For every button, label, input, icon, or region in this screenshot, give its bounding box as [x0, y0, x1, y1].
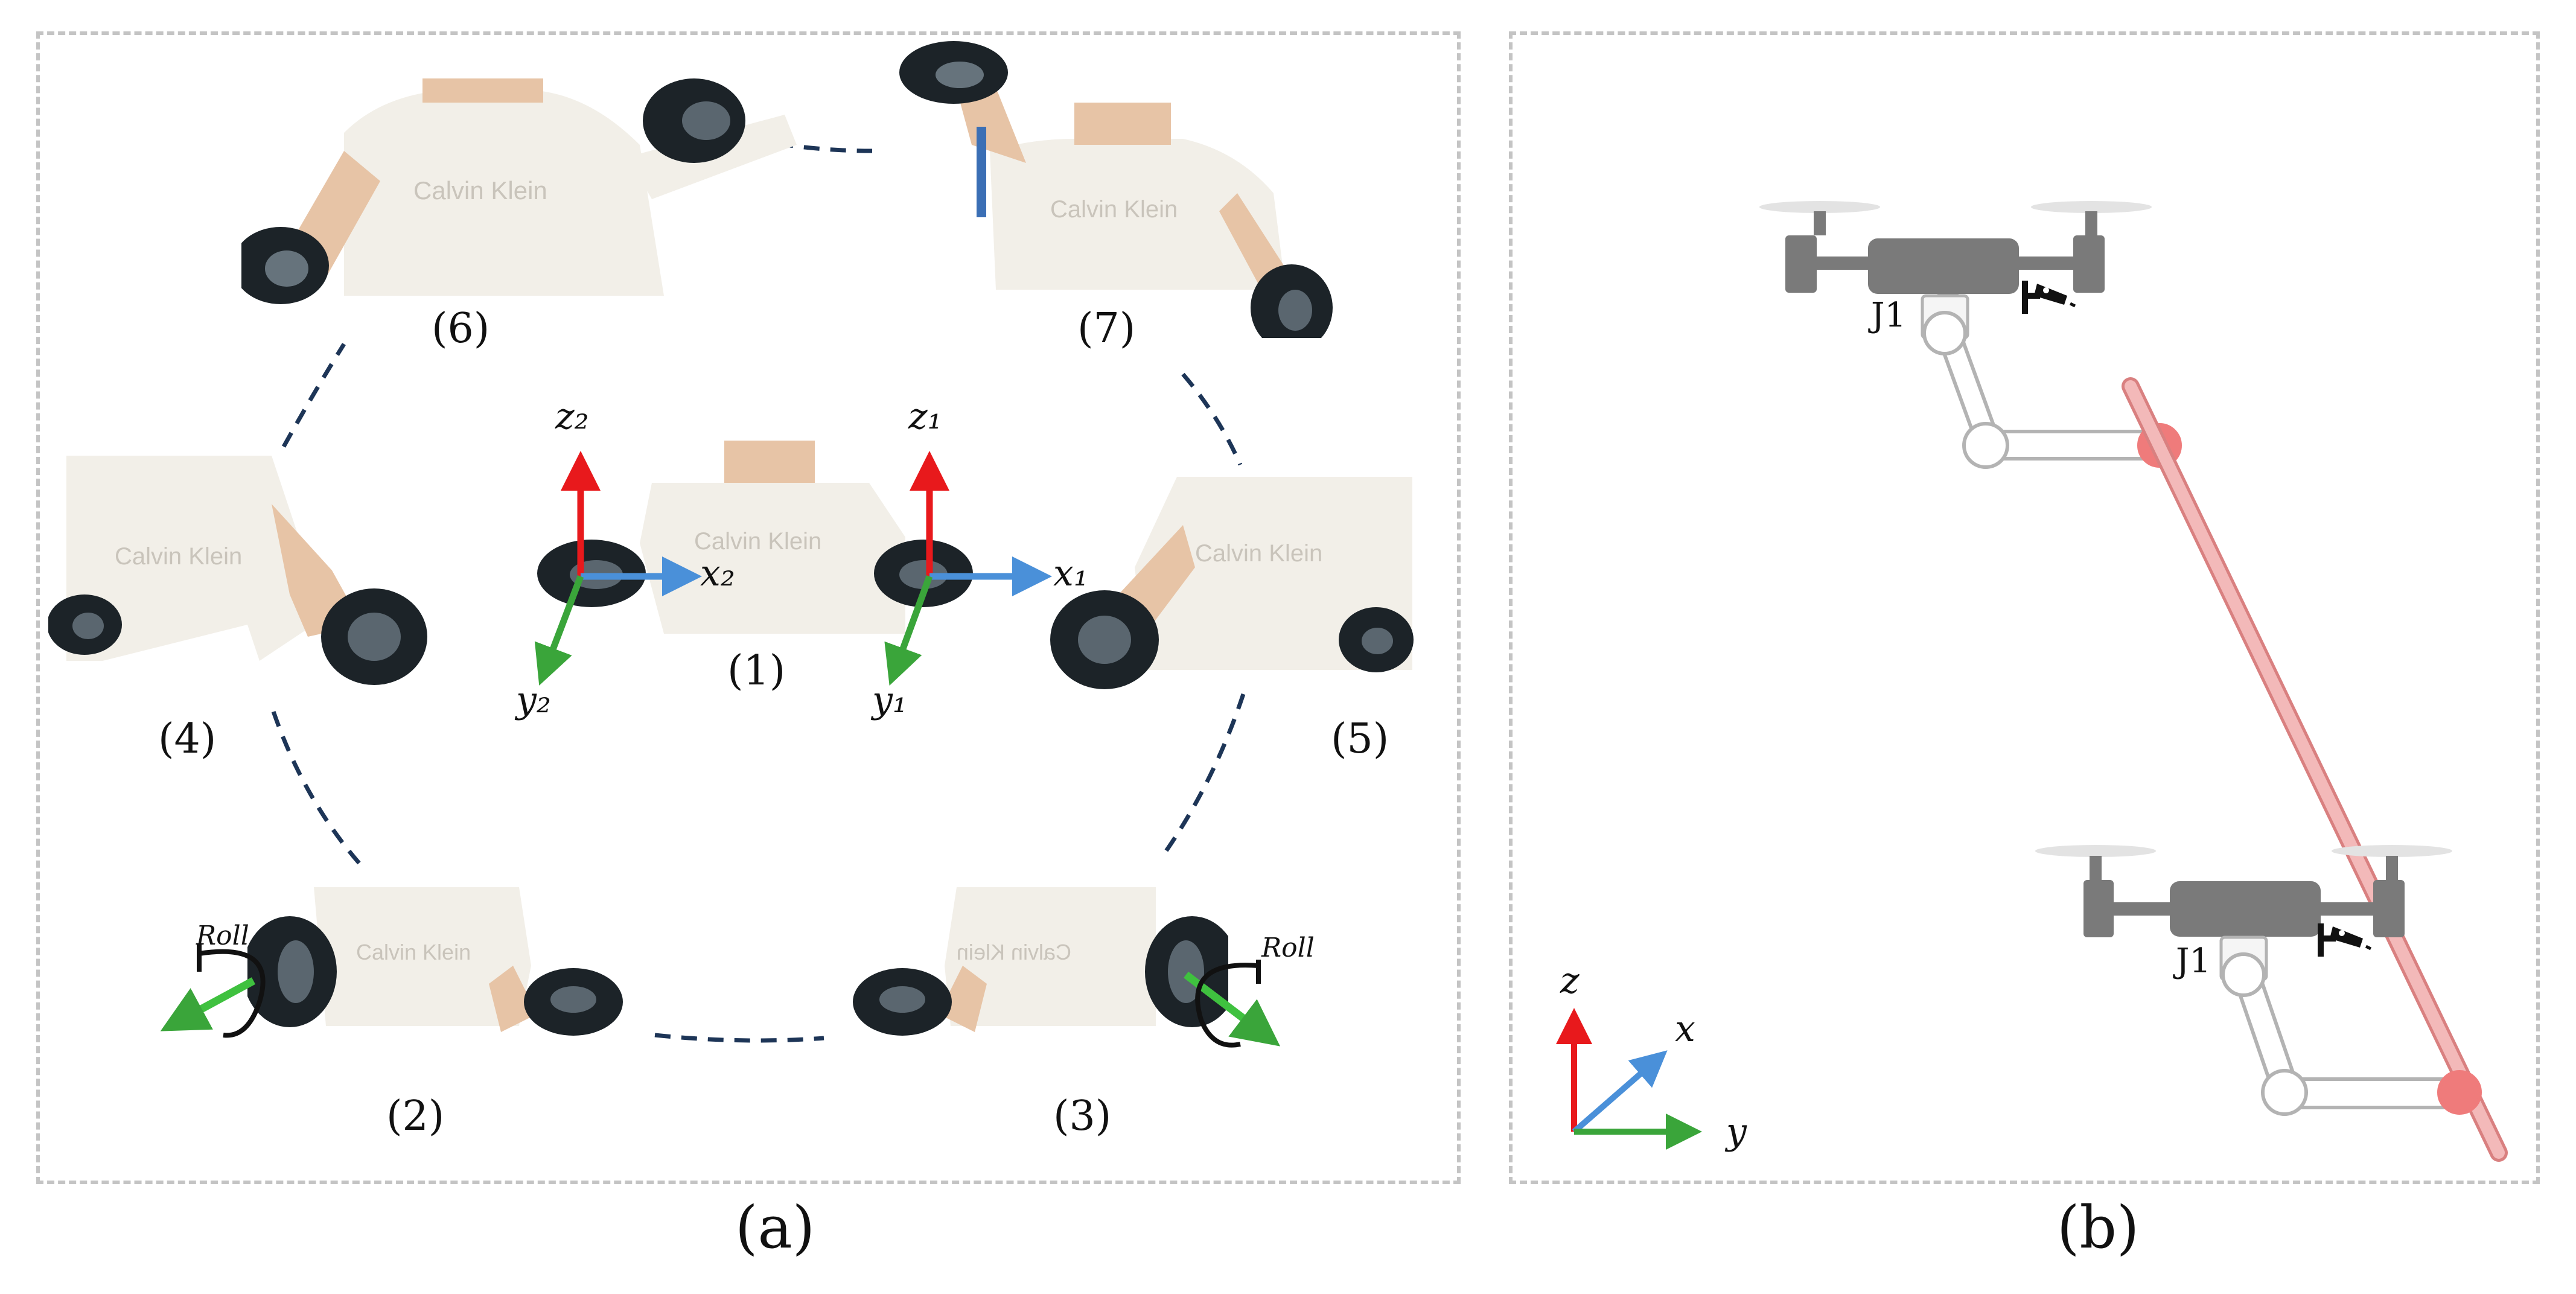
shirt-text: Calvin Klein	[413, 176, 547, 205]
svg-text:Calvin Klein: Calvin Klein	[115, 543, 242, 570]
axis-label-y1: y₁	[872, 679, 907, 721]
pose-1-label: (1)	[727, 647, 786, 695]
pose-4-label: (4)	[158, 715, 217, 763]
axis-label-x2: x₂	[700, 552, 735, 594]
axis-label-x1: x₁	[1053, 552, 1088, 594]
caption-a: (a)	[735, 1194, 815, 1261]
svg-text:Calvin Klein: Calvin Klein	[694, 528, 821, 555]
pose-3-label: (3)	[1053, 1092, 1112, 1140]
drone-top	[1759, 201, 2152, 340]
pose-7-photo: Calvin Klein	[899, 36, 1346, 338]
joint-label-bottom: J1	[2176, 942, 2211, 981]
axis-label-z2: z₂	[555, 395, 589, 438]
caption-b: (b)	[2057, 1194, 2140, 1261]
camera-icon-top	[2022, 281, 2076, 314]
panel-b-frame	[1509, 31, 2540, 1184]
axis-label-z1: z₁	[908, 395, 942, 438]
roll-arrow-right	[1184, 960, 1281, 1048]
pose-7-label: (7)	[1077, 305, 1136, 352]
pose-6-label: (6)	[432, 305, 490, 352]
rod	[2122, 377, 2508, 1162]
svg-text:Calvin Klein: Calvin Klein	[356, 940, 471, 964]
drone-bottom	[2035, 845, 2452, 981]
panel-a-frame	[36, 31, 1461, 1184]
roll-label-left: Roll	[196, 920, 249, 951]
svg-text:Calvin Klein: Calvin Klein	[1050, 196, 1178, 223]
svg-text:Calvin Klein: Calvin Klein	[1195, 540, 1322, 567]
axis-label-y2: y₂	[516, 679, 551, 721]
world-axis-x: x	[1675, 1008, 1695, 1050]
world-axis-y: y	[1726, 1111, 1747, 1153]
path-6-4	[281, 343, 346, 448]
world-axis-z: z	[1560, 960, 1580, 1002]
pose-6-photo: Calvin Klein	[241, 78, 803, 332]
pose-2-label: (2)	[386, 1092, 445, 1140]
path-4-2	[269, 705, 361, 865]
pose-5-photo: Calvin Klein	[1038, 465, 1430, 706]
path-2-3	[654, 1033, 824, 1043]
roll-label-right: Roll	[1261, 932, 1315, 963]
path-7-5	[1181, 372, 1243, 466]
camera-icon-bottom	[2318, 923, 2372, 957]
pose-4-photo: Calvin Klein	[48, 444, 435, 697]
pose-5-label: (5)	[1331, 715, 1389, 763]
path-5-3	[1160, 693, 1246, 859]
world-frame-axes	[1556, 1008, 1702, 1150]
svg-text:Calvin Klein: Calvin Klein	[957, 940, 1071, 964]
frame-2-axes	[534, 451, 702, 686]
pose-3-photo: Calvin Klein	[842, 881, 1228, 1038]
joint-label-top: J1	[1871, 296, 1907, 335]
arm-bottom	[2221, 952, 2482, 1116]
arm-top	[1922, 311, 2182, 469]
roll-arrow-left	[160, 945, 266, 1038]
frame-1-axes	[884, 451, 1052, 686]
pose-2-photo: Calvin Klein	[247, 881, 634, 1038]
